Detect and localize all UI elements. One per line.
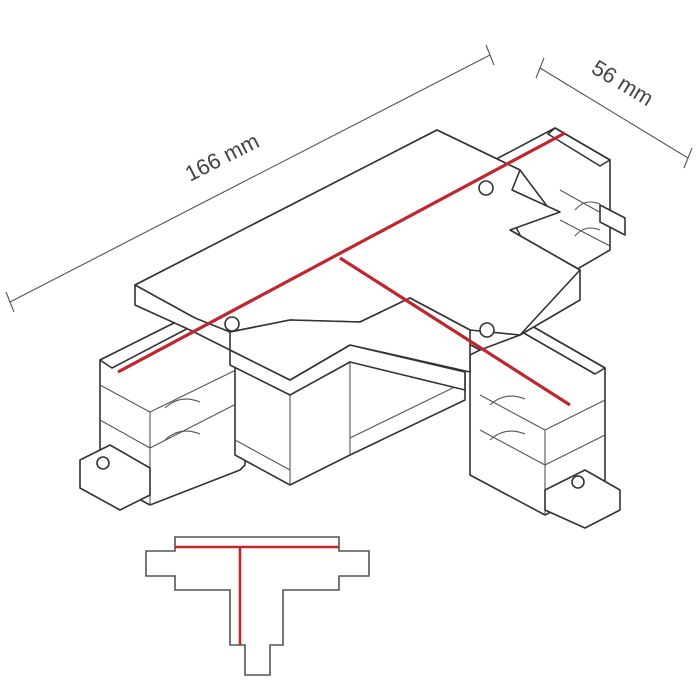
conductor-lines [117,131,571,407]
width-dimension-line [535,57,693,169]
right-rail-front [469,324,621,529]
length-dimension-line [5,44,495,313]
right-rail-back [484,127,626,283]
